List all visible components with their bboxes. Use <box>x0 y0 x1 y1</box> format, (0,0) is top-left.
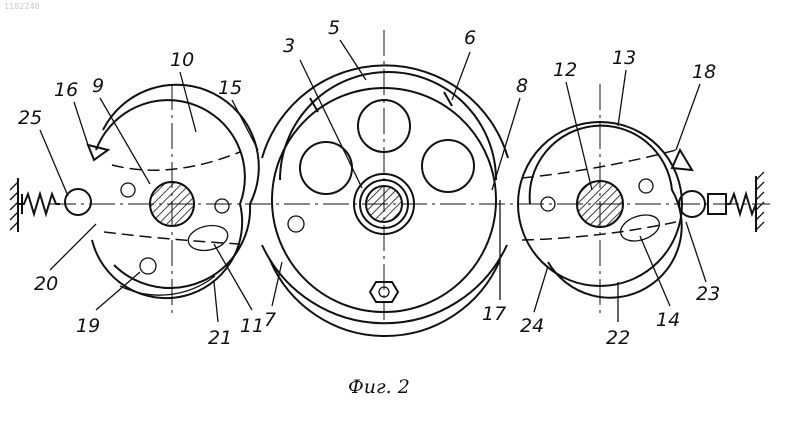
label-15: 15 <box>218 77 242 99</box>
label-3: 3 <box>283 35 295 57</box>
label-11: 11 <box>240 315 264 337</box>
label-5: 5 <box>328 17 340 39</box>
label-20: 20 <box>34 273 58 295</box>
watermark: 1182248 <box>4 2 40 11</box>
left-spring-assembly <box>10 178 91 232</box>
figure-caption: Фиг. 2 <box>348 376 410 398</box>
right-spring-assembly <box>679 172 764 232</box>
label-23: 23 <box>696 283 720 305</box>
label-13: 13 <box>612 47 636 69</box>
label-7: 7 <box>264 309 276 331</box>
label-12: 12 <box>553 59 577 81</box>
left-roller <box>65 189 91 215</box>
label-17: 17 <box>482 303 506 325</box>
label-16: 16 <box>54 79 78 101</box>
label-21: 21 <box>208 327 232 349</box>
label-24: 24 <box>520 315 544 337</box>
right-wheel <box>518 84 692 318</box>
label-9: 9 <box>92 75 104 97</box>
left-wheel <box>88 84 259 318</box>
label-14: 14 <box>656 309 680 331</box>
label-8: 8 <box>516 75 528 97</box>
label-19: 19 <box>76 315 100 337</box>
label-18: 18 <box>692 61 716 83</box>
label-22: 22 <box>606 327 630 349</box>
label-25: 25 <box>18 107 42 129</box>
center-wheel <box>262 30 508 336</box>
label-10: 10 <box>170 49 194 71</box>
label-6: 6 <box>464 27 476 49</box>
